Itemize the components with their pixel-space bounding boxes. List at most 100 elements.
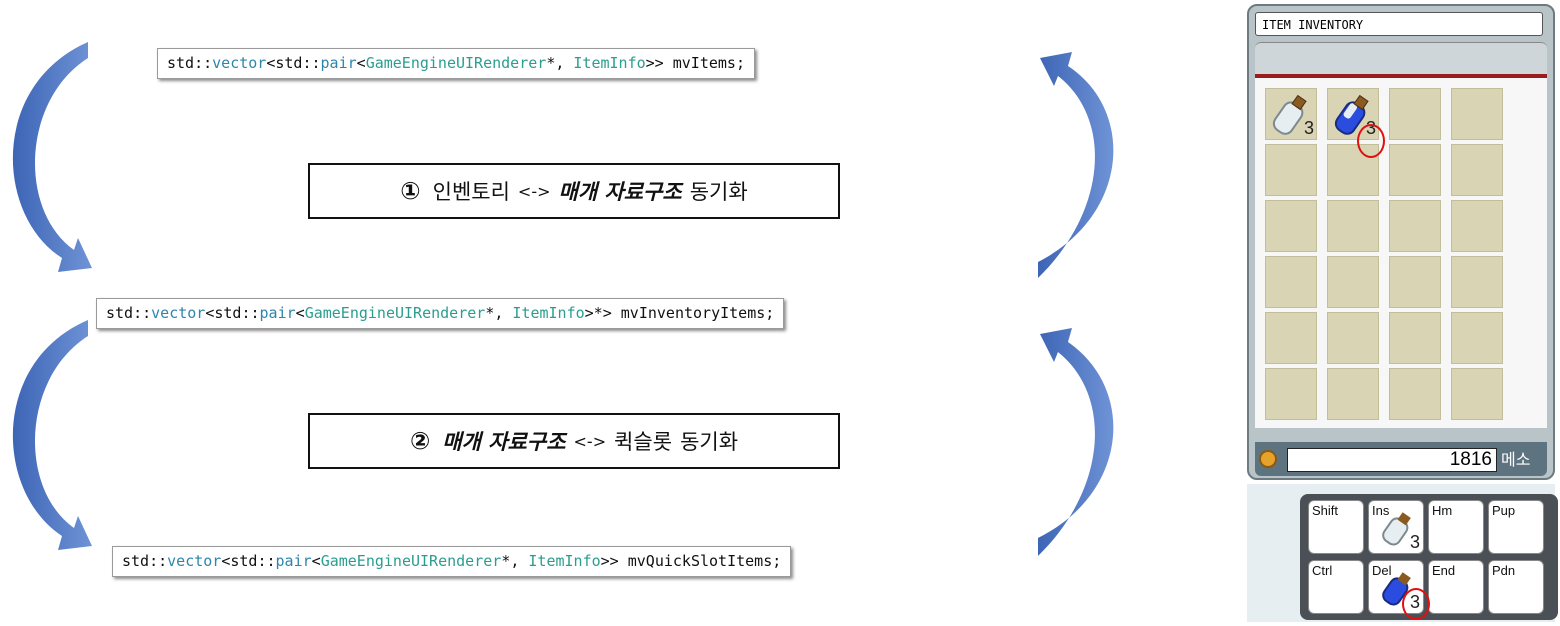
code-keyword: pair [275,552,312,570]
quickslot-ctrl[interactable]: Ctrl [1308,560,1364,614]
step-number: ② [409,427,431,455]
code-mvquickslotitems: std::vector<std::pair<GameEngineUIRender… [112,546,792,577]
item-count: 3 [1303,118,1314,138]
code-text: < [311,552,321,570]
code-text: <std:: [266,54,321,72]
key-label: Shift [1312,503,1339,518]
code-mvitems: std::vector<std::pair<GameEngineUIRender… [157,48,755,79]
label-emphasis-text: 매개 자료구조 [558,180,682,204]
inventory-slot[interactable] [1327,312,1379,364]
label-inventory-text: 인벤토리 [432,180,510,204]
white-potion-icon [1382,512,1411,546]
quickslot-shift[interactable]: Shift [1308,500,1364,554]
label-quickslot-text: 퀵슬롯 [614,430,673,454]
sync-arrows [12,42,1114,556]
code-text: >*> mvInventoryItems; [584,304,775,322]
label-arrow-text: <-> [517,181,551,201]
key-label: Pdn [1492,563,1516,578]
inventory-slot[interactable]: 3 [1327,88,1379,140]
inventory-slot[interactable] [1389,144,1441,196]
meso-amount: 1816 [1287,448,1497,472]
quickslot-end[interactable]: End [1428,560,1484,614]
blue-potion-icon [1334,94,1369,135]
code-text: >> mvItems; [645,54,745,72]
meso-coin-icon [1259,450,1277,468]
code-type: GameEngineUIRenderer [320,552,502,570]
inventory-slot[interactable] [1265,200,1317,252]
quickslot-pup[interactable]: Pup [1488,500,1544,554]
inventory-slot[interactable] [1327,200,1379,252]
code-text: *, [546,54,574,72]
key-label: End [1432,563,1456,578]
key-label: Hm [1432,503,1453,518]
inventory-slot[interactable] [1389,256,1441,308]
key-label: Pup [1492,503,1516,518]
quickslot-hm[interactable]: Hm [1428,500,1484,554]
code-text: std:: [167,54,213,72]
code-text: < [356,54,366,72]
inventory-slot[interactable] [1451,256,1503,308]
arrow-right-top [1038,52,1114,278]
sync-label-inventory: ① 인벤토리 <-> 매개 자료구조 동기화 [308,163,840,219]
inventory-slot[interactable]: 3 [1265,88,1317,140]
inventory-slot[interactable] [1389,88,1441,140]
highlight-circle [1402,588,1430,620]
item-count: 3 [1409,532,1420,552]
inventory-title: ITEM INVENTORY [1255,12,1543,36]
inventory-slot[interactable] [1265,368,1317,420]
code-type: ItemInfo [512,304,585,322]
code-type: ItemInfo [573,54,646,72]
code-keyword: vector [167,552,222,570]
quickslot-pdn[interactable]: Pdn [1488,560,1544,614]
code-text: <std:: [205,304,260,322]
label-emphasis-text: 매개 자료구조 [442,430,566,454]
inventory-slot[interactable] [1451,200,1503,252]
label-arrow-text: <-> [573,431,607,451]
code-text: < [295,304,305,322]
highlight-circle [1357,124,1385,158]
inventory-grid: 3 3 [1255,78,1547,428]
code-keyword: vector [212,54,267,72]
label-sync-text: 동기화 [689,180,748,204]
inventory-slot[interactable] [1327,368,1379,420]
inventory-slot[interactable] [1451,312,1503,364]
inventory-slot[interactable] [1451,368,1503,420]
code-mvinventoryitems: std::vector<std::pair<GameEngineUIRender… [96,298,785,329]
arrow-left-top [12,42,92,272]
code-text: <std:: [221,552,276,570]
inventory-divider [1255,74,1547,78]
code-keyword: pair [320,54,357,72]
code-keyword: pair [259,304,296,322]
inventory-slot[interactable] [1389,312,1441,364]
sync-label-quickslot: ② 매개 자료구조 <-> 퀵슬롯 동기화 [308,413,840,469]
label-sync-text: 동기화 [680,430,739,454]
inventory-slot[interactable] [1451,144,1503,196]
code-type: ItemInfo [528,552,601,570]
meso-unit: 메소 [1501,450,1531,469]
inventory-slot[interactable] [1389,368,1441,420]
code-text: std:: [122,552,168,570]
inventory-slot[interactable] [1265,256,1317,308]
code-keyword: vector [151,304,206,322]
code-text: *, [485,304,513,322]
quickslot-panel: Shift Ins 3 Hm Pup Ctrl Del 3 End Pdn [1300,494,1558,620]
code-type: GameEngineUIRenderer [365,54,547,72]
inventory-slot[interactable] [1265,144,1317,196]
code-type: GameEngineUIRenderer [304,304,486,322]
item-inventory-window: ITEM INVENTORY 3 3 [1247,4,1555,480]
white-potion-icon [1272,94,1307,135]
inventory-tab-bar[interactable] [1255,42,1547,75]
quickslot-ins[interactable]: Ins 3 [1368,500,1424,554]
key-label: Ctrl [1312,563,1333,578]
arrow-right-bottom [1038,328,1114,556]
inventory-slot[interactable] [1265,312,1317,364]
code-text: std:: [106,304,152,322]
inventory-slot[interactable] [1327,256,1379,308]
key-label: Ins [1372,503,1390,518]
arrow-left-bottom [12,320,92,550]
code-text: >> mvQuickSlotItems; [600,552,782,570]
inventory-slot[interactable] [1451,88,1503,140]
code-text: *, [501,552,529,570]
inventory-slot[interactable] [1389,200,1441,252]
step-number: ① [400,177,421,205]
